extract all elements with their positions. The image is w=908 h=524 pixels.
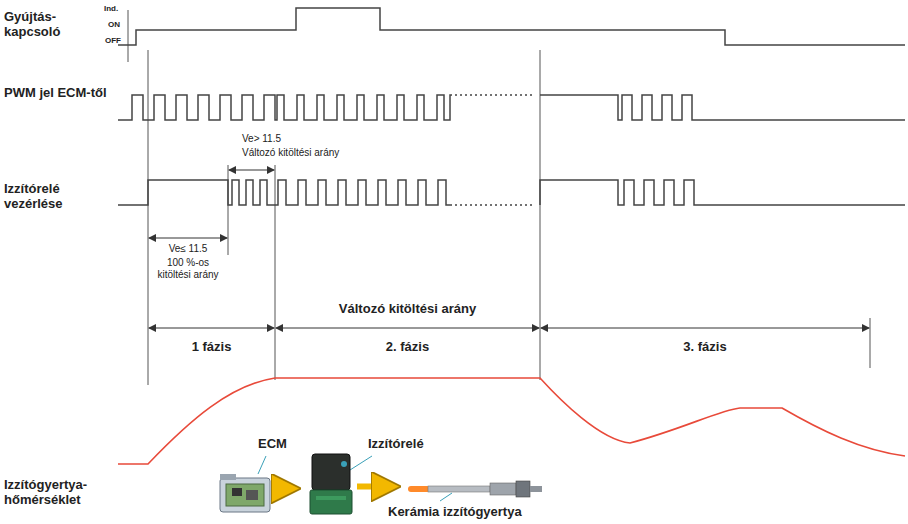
leader-lines [258, 456, 452, 501]
temperature-curve [118, 378, 905, 464]
component-label: ECM [258, 436, 287, 451]
signal-label: Változó kitöltési arány [242, 147, 339, 159]
signal-label: Gyújtás-kapcsoló [4, 10, 96, 40]
signal-label: PWM jel ECM-től [4, 86, 116, 101]
component-picture: Izzítórelé [308, 452, 354, 516]
signal-label: 1 fázis [148, 340, 275, 355]
ignition-signal [118, 8, 905, 45]
signal-label: Ind. [104, 4, 118, 13]
signal-label: 100 %-os kitöltési arány [151, 257, 225, 280]
component-picture: ECM [218, 472, 272, 514]
component-label: Izzítórelé [368, 436, 424, 451]
flow-arrow [357, 484, 395, 490]
signal-label: 3. fázis [540, 340, 870, 355]
relay-signal [118, 180, 905, 205]
signal-label: ON [108, 20, 120, 29]
component-illustration [218, 472, 272, 514]
span-arrows [149, 170, 869, 328]
component-illustration [308, 452, 354, 516]
signal-label: Ve≤ 11.5 [151, 243, 225, 255]
signal-label: OFF [105, 36, 121, 45]
dotted-continuation [455, 94, 535, 96]
component-illustration [408, 480, 543, 498]
signal-label: 2. fázis [275, 340, 540, 355]
signal-label: Változó kitöltési arány [275, 302, 540, 317]
dotted-continuation [455, 204, 535, 206]
component-picture: Kerámia izzítógyertya [408, 480, 543, 498]
signal-label: Izzítógyertya-hőmérséklet [4, 478, 122, 508]
signal-label: Izzítórelé vezérlése [4, 182, 116, 212]
signal-label: Ve> 11.5 [242, 133, 281, 145]
flow-arrow [275, 486, 295, 492]
component-label: Kerámia izzítógyertya [388, 504, 522, 519]
pwm-signal [118, 95, 905, 120]
